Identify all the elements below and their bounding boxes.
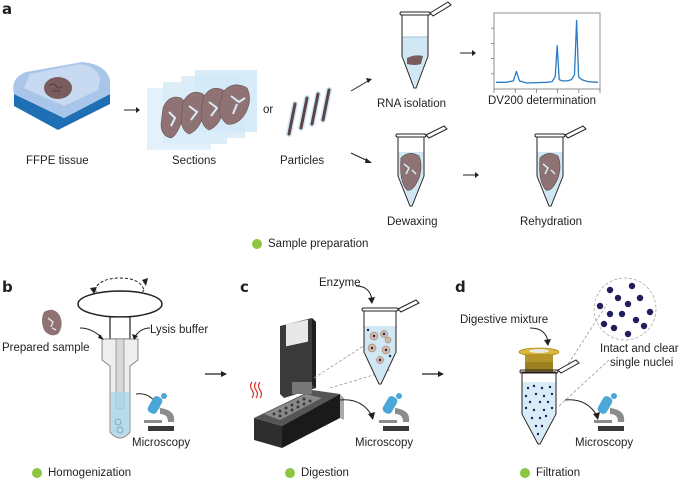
microscope-icon (594, 393, 625, 431)
label-sections: Sections (172, 155, 217, 167)
enzyme-tube-icon (361, 299, 420, 385)
chart-trace-line (496, 19, 599, 84)
arrow-icon (463, 172, 479, 178)
legend-dot (520, 468, 530, 478)
label-particles: Particles (280, 155, 325, 167)
dv200-chart (491, 12, 601, 93)
dewaxing-tube-icon (395, 125, 448, 207)
legend-dot (285, 468, 295, 478)
curved-arrow-icon (529, 327, 551, 346)
curved-arrow-icon (355, 285, 375, 304)
panel-letter-c: c (240, 278, 249, 296)
arrow-down-right-icon (350, 152, 372, 163)
label-or: or (263, 104, 274, 116)
zoom-lines (558, 303, 610, 407)
label-microscopy: Microscopy (575, 437, 634, 449)
legend-label: Homogenization (48, 467, 132, 479)
tissue-sections-icon (147, 70, 257, 150)
tissue-particles-icon (286, 87, 332, 137)
panel-letter-b: b (2, 278, 13, 296)
arrow-icon (422, 371, 444, 377)
label-lysis-buffer: Lysis buffer (150, 324, 209, 336)
label-nuclei-line1: Intact and clear (600, 343, 679, 355)
legend-label: Filtration (536, 467, 581, 479)
label-rehydration: Rehydration (520, 216, 583, 228)
heat-block-icon (249, 318, 344, 448)
label-rna-isolation: RNA isolation (377, 98, 447, 110)
label-microscopy: Microscopy (355, 437, 414, 449)
rna-tube-icon (399, 1, 452, 89)
legend-dot (32, 468, 42, 478)
label-enzyme: Enzyme (319, 277, 361, 289)
chart-frame (493, 12, 601, 90)
arrow-icon (460, 50, 476, 56)
legend-label: Digestion (301, 467, 349, 479)
panel-letter-a: a (2, 0, 13, 18)
legend-digestion: Digestion (285, 467, 349, 479)
arrow-up-right-icon (350, 78, 372, 92)
legend-sample-preparation: Sample preparation (252, 238, 368, 250)
legend-label: Sample preparation (268, 238, 369, 250)
curved-arrow-icon (564, 399, 600, 420)
arrow-icon (205, 371, 227, 377)
legend-dot (252, 239, 262, 249)
label-dewaxing: Dewaxing (387, 216, 438, 228)
panel-letter-d: d (455, 278, 466, 296)
legend-filtration: Filtration (520, 467, 580, 479)
homogenizer-icon (77, 277, 163, 439)
legend-homogenization: Homogenization (32, 467, 131, 479)
arrow-icon (124, 107, 140, 113)
label-microscopy: Microscopy (132, 437, 191, 449)
label-digestive-mixture: Digestive mixture (460, 314, 549, 326)
label-prepared-sample: Prepared sample (2, 342, 90, 354)
label-nuclei-line2: single nuclei (610, 357, 674, 369)
microscope-icon (379, 393, 410, 431)
filter-tube-icon (518, 347, 580, 445)
chart-title: DV200 determination (488, 95, 597, 107)
prepared-sample-icon (42, 309, 62, 336)
rehydration-tube-icon (534, 125, 587, 207)
curved-arrow-icon (339, 399, 375, 420)
nuclei-zoom-circle (593, 277, 657, 341)
label-ffpe-tissue: FFPE tissue (26, 155, 89, 167)
microscope-icon (144, 393, 175, 431)
ffpe-block-icon (13, 62, 111, 130)
